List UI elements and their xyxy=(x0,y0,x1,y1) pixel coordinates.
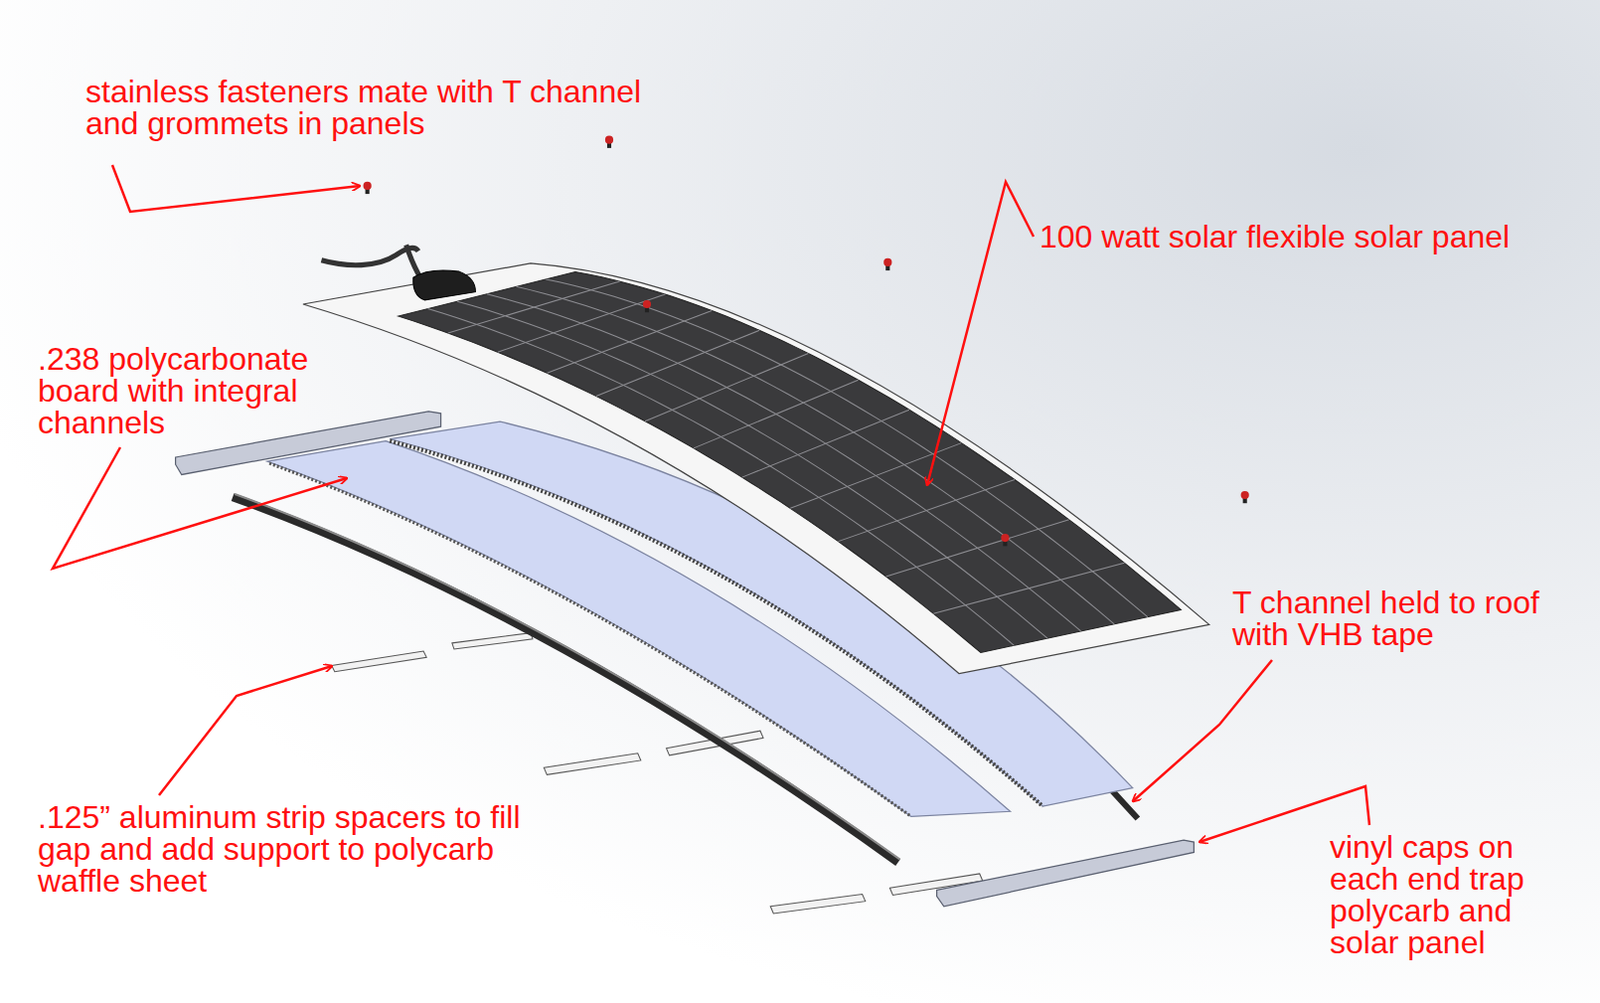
callout-label: vinyl caps on each end trap polycarb and… xyxy=(1329,830,1579,959)
callout-label: 100 watt solar flexible solar panel xyxy=(1039,220,1510,253)
callout-label: T channel held to roof with VHB tape xyxy=(1232,586,1595,650)
cable xyxy=(406,244,421,278)
cell-line xyxy=(546,311,712,374)
vinyl-cap xyxy=(175,411,442,476)
cell-line xyxy=(545,279,1148,618)
solar-panel-sheet xyxy=(303,263,1210,674)
cell-area xyxy=(398,271,1182,652)
callout-label: stainless fasteners mate with T channel … xyxy=(85,75,702,140)
cell-line xyxy=(933,562,1124,614)
callout-label: .238 polycarbonate board with integral c… xyxy=(37,342,376,439)
cell-line xyxy=(742,409,910,478)
cable xyxy=(320,247,419,265)
cell-line xyxy=(886,519,1070,577)
callout-label: .125” aluminum strip spacers to fill gap… xyxy=(37,800,535,897)
cell-line xyxy=(596,329,760,396)
leader-lines xyxy=(52,164,1370,842)
solar-cells xyxy=(398,271,1182,652)
cell-line xyxy=(486,294,1082,632)
vinyl-cap xyxy=(937,839,1195,907)
cell-line xyxy=(497,294,666,352)
junction-box xyxy=(413,270,477,301)
cell-line xyxy=(693,379,859,449)
fasteners xyxy=(363,136,1250,547)
cell-line xyxy=(457,301,1048,639)
cell-line xyxy=(837,479,1015,541)
cell-line xyxy=(516,286,1116,624)
